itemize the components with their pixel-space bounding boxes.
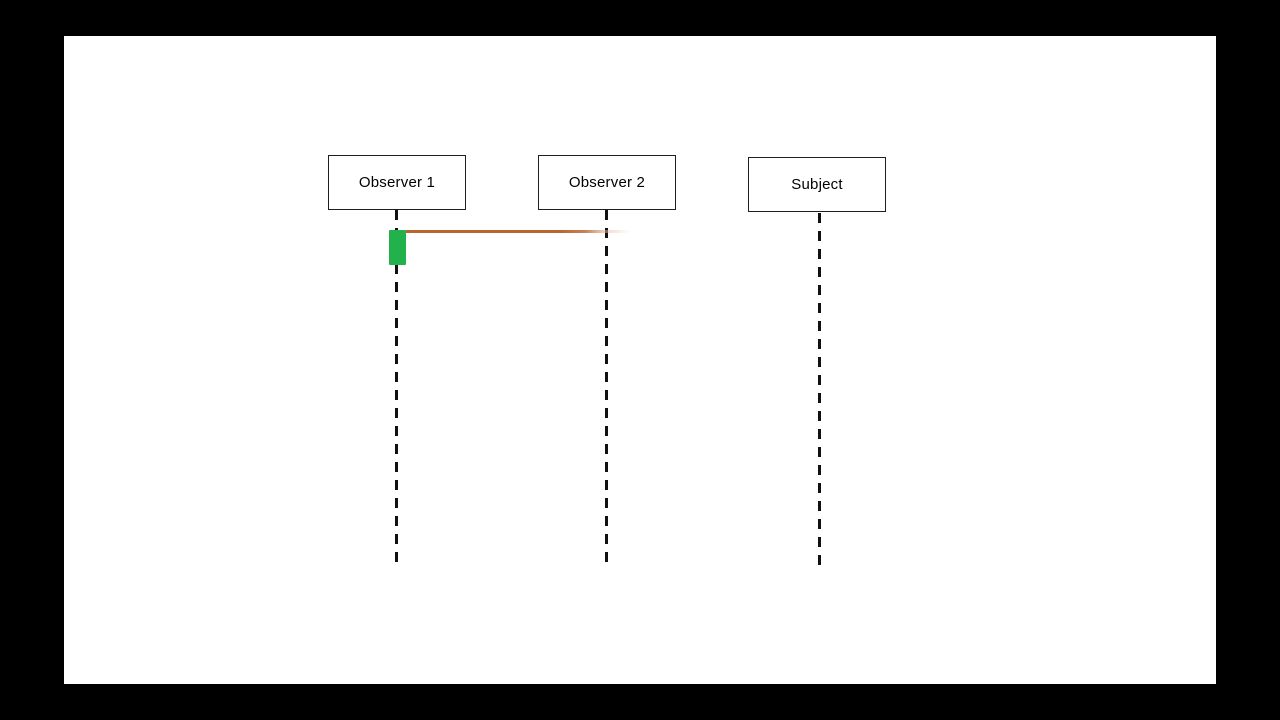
diagram-canvas: Observer 1 Observer 2 Subject: [64, 36, 1216, 684]
lifeline-observer2: [605, 210, 608, 570]
lifeline-label-observer1: Observer 1: [358, 174, 436, 191]
lifeline-observer1: [395, 210, 398, 570]
lifeline-head-observer2: Observer 2: [538, 155, 676, 210]
lifeline-subject: [818, 213, 821, 570]
message-line-observer1-to-observer2: [406, 230, 630, 233]
lifeline-head-subject: Subject: [748, 157, 886, 212]
lifeline-head-observer1: Observer 1: [328, 155, 466, 210]
lifeline-label-subject: Subject: [791, 176, 843, 193]
activation-bar-observer1: [389, 230, 406, 265]
lifeline-label-observer2: Observer 2: [568, 174, 646, 191]
